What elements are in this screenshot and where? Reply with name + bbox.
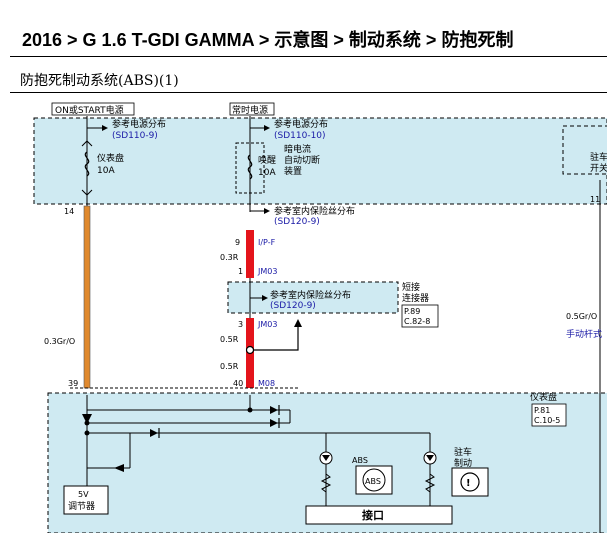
conn-jm03-a: JM03 bbox=[257, 267, 277, 276]
junction-3 bbox=[247, 407, 253, 413]
parking-switch-label-2: 开关 bbox=[590, 162, 607, 174]
ref-power-dist-2-code: (SD110-10) bbox=[274, 131, 326, 141]
power-on-start-label: ON或START电源 bbox=[55, 104, 124, 116]
pin-9: 9 bbox=[235, 238, 240, 247]
diode-2 bbox=[270, 419, 278, 427]
diode-1 bbox=[270, 406, 278, 414]
abs-symbol-ring bbox=[362, 468, 386, 492]
abs-lamp-label: ABS bbox=[352, 456, 368, 465]
feedback-arrow-head bbox=[294, 319, 302, 327]
power-constant-label-box bbox=[229, 102, 275, 116]
parking-lamp-label-2: 制动 bbox=[454, 457, 472, 469]
parking-resistor-icon bbox=[424, 473, 436, 493]
chevron-icon bbox=[81, 140, 93, 196]
red-wire-upper bbox=[246, 230, 254, 278]
pin-3: 3 bbox=[238, 320, 243, 329]
diode-3 bbox=[150, 429, 158, 437]
ref-fuse-dist-1-code: (SD120-9) bbox=[274, 217, 320, 227]
abs-lamp-led bbox=[322, 455, 330, 461]
ref-power-dist-2: 参考电源分布 bbox=[274, 118, 328, 130]
cluster-fuse-icon bbox=[84, 151, 90, 177]
abs-symbol-box bbox=[355, 465, 393, 495]
cluster-ref-1: P.81 bbox=[534, 406, 550, 415]
wake-fuse-icon bbox=[247, 154, 253, 180]
short-connector-2: 连接器 bbox=[402, 292, 429, 304]
short-ref-box bbox=[401, 304, 439, 328]
short-ref-2: C.82-8 bbox=[404, 317, 430, 326]
splice-dot bbox=[245, 345, 255, 355]
power-constant-label: 常时电源 bbox=[232, 104, 268, 116]
interface-label: 接口 bbox=[362, 508, 384, 522]
cluster-ref-2: C.10-5 bbox=[534, 416, 560, 425]
feedback-wire bbox=[254, 324, 299, 351]
pin-39: 39 bbox=[68, 379, 78, 388]
conn-ipf: I/P-F bbox=[258, 238, 276, 247]
wire-03r: 0.3R bbox=[220, 253, 239, 262]
cluster-name: 仪表盘 bbox=[530, 391, 557, 403]
pin-40: 40 bbox=[233, 379, 243, 388]
breadcrumb: 2016 > G 1.6 T-GDI GAMMA > 示意图 > 制动系统 > … bbox=[22, 30, 514, 50]
ref-fuse-dist-2-code: (SD120-9) bbox=[270, 301, 316, 311]
pin-14: 14 bbox=[64, 207, 74, 216]
conn-m08: M08 bbox=[258, 379, 275, 388]
abs-resistor-icon bbox=[320, 473, 332, 493]
cluster-fuse-amp: 10A bbox=[97, 166, 115, 176]
abs-symbol-text: ABS bbox=[365, 477, 381, 486]
power-distribution-zone bbox=[33, 117, 607, 205]
dark-current-2: 自动切断 bbox=[284, 154, 320, 166]
wake-fuse-amp: 10A bbox=[258, 168, 276, 178]
pin-1: 1 bbox=[238, 267, 243, 276]
ref-fuse-dist-1: 参考室内保险丝分布 bbox=[274, 205, 355, 217]
regulator-label-2: 调节器 bbox=[68, 501, 95, 512]
conn-jm03-b: JM03 bbox=[257, 320, 277, 329]
wake-fuse-label: 唤醒 bbox=[258, 154, 276, 166]
left-ref-arrow-head bbox=[102, 125, 108, 131]
dark-current-1: 暗电流 bbox=[284, 143, 311, 155]
short-ref-arrow-head bbox=[262, 295, 268, 301]
mid-ref-arrow-head bbox=[264, 125, 270, 131]
dark-current-3: 装置 bbox=[284, 165, 302, 177]
parking-symbol-ring bbox=[460, 472, 480, 492]
section-title: 防抱死制动系统(ABS)(1) bbox=[20, 73, 179, 89]
mid-fuse-ref-arrow-head bbox=[264, 208, 270, 214]
parking-lamp-led bbox=[426, 455, 434, 461]
wire-05r-b: 0.5R bbox=[220, 362, 239, 371]
header-divider bbox=[10, 56, 607, 57]
junction-2 bbox=[84, 430, 90, 436]
orange-wire bbox=[83, 205, 91, 389]
parking-switch-label-1: 驻车 bbox=[590, 151, 607, 163]
section-divider bbox=[10, 92, 607, 93]
regulator-arrow bbox=[114, 464, 124, 472]
cluster-ref-box bbox=[531, 403, 567, 427]
parking-symbol-icon: ! bbox=[466, 478, 471, 489]
ref-fuse-dist-2: 参考室内保险丝分布 bbox=[270, 289, 351, 301]
ref-power-dist-1: 参考电源分布 bbox=[112, 118, 166, 130]
power-on-start-label-box bbox=[51, 102, 135, 116]
ground-arrow bbox=[82, 414, 92, 424]
parking-switch-zone bbox=[562, 125, 607, 175]
regulator-box bbox=[63, 485, 109, 515]
pin-11: 11 bbox=[590, 195, 600, 204]
parking-lamp-label-1: 驻车 bbox=[454, 446, 472, 458]
wire-05r-a: 0.5R bbox=[220, 335, 239, 344]
wire-03gro: 0.3Gr/O bbox=[44, 337, 75, 346]
cluster-fuse-label: 仪表盘 bbox=[97, 152, 124, 164]
ref-power-dist-1-code: (SD110-9) bbox=[112, 131, 158, 141]
short-ref-1: P.89 bbox=[404, 307, 420, 316]
interface-box bbox=[305, 505, 453, 525]
wire-05gro: 0.5Gr/O bbox=[566, 312, 597, 321]
short-connector-1: 短接 bbox=[402, 281, 420, 293]
regulator-label-1: 5V bbox=[78, 490, 89, 499]
hand-lever: 手动杆式 bbox=[566, 328, 602, 340]
